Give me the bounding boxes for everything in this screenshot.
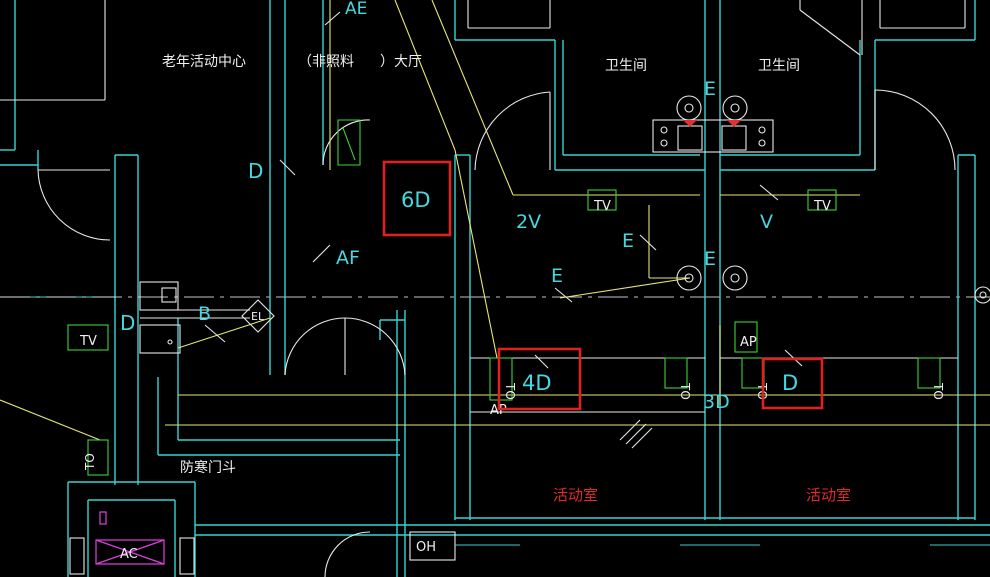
label-ap-right: AP [740, 335, 757, 350]
label-6d: 6D [401, 188, 431, 212]
label-oh: OH [416, 540, 436, 555]
room-name-air-lock: 防寒门斗 [180, 459, 236, 476]
wiring [0, 0, 990, 441]
room-name-hall-part2: ）大厅 [380, 54, 422, 70]
label-d-west: D [120, 311, 135, 335]
room-name-toilet-left: 卫生间 [605, 58, 647, 74]
label-af: AF [336, 247, 360, 269]
room-name-activity-left: 活动室 [553, 486, 598, 504]
label-ac: AC [120, 547, 138, 562]
room-name-toilet-right: 卫生间 [758, 58, 800, 74]
room-name-hall-part1: （非照料 [298, 54, 354, 70]
label-tv-left: TV [593, 199, 611, 214]
highlight-box-d [761, 357, 824, 410]
label-to-west: TO [83, 453, 97, 471]
highlight-box-6d [382, 160, 452, 237]
label-to-2: TO [678, 382, 692, 400]
label-2v: 2V [516, 211, 541, 233]
label-ae: AE [345, 0, 367, 19]
label-tv-west: TV [79, 334, 97, 349]
label-3d: 3D [703, 391, 730, 413]
label-el: EL [251, 310, 265, 323]
room-name-elderly-center: 老年活动中心 [162, 54, 246, 70]
room-name-activity-right: 活动室 [806, 486, 851, 504]
label-to-1: TO [503, 382, 517, 400]
toilet-fixtures [652, 95, 774, 291]
highlight-boxes [382, 160, 824, 411]
label-d-hall: D [248, 159, 263, 183]
highlight-box-4d [497, 347, 582, 411]
label-b: B [198, 303, 211, 325]
label-e-mid: E [622, 230, 634, 252]
door-swings [37, 89, 956, 577]
label-to-4: TO [931, 382, 945, 400]
label-v: V [760, 211, 773, 233]
label-e-top: E [704, 78, 716, 100]
label-e-right: E [704, 248, 716, 270]
label-ap-left: AP [490, 403, 507, 418]
label-tv-right: TV [813, 199, 831, 214]
label-d-right: D [782, 371, 798, 395]
label-4d: 4D [522, 371, 552, 395]
label-e-low: E [551, 265, 563, 287]
misc-symbols [69, 11, 990, 575]
